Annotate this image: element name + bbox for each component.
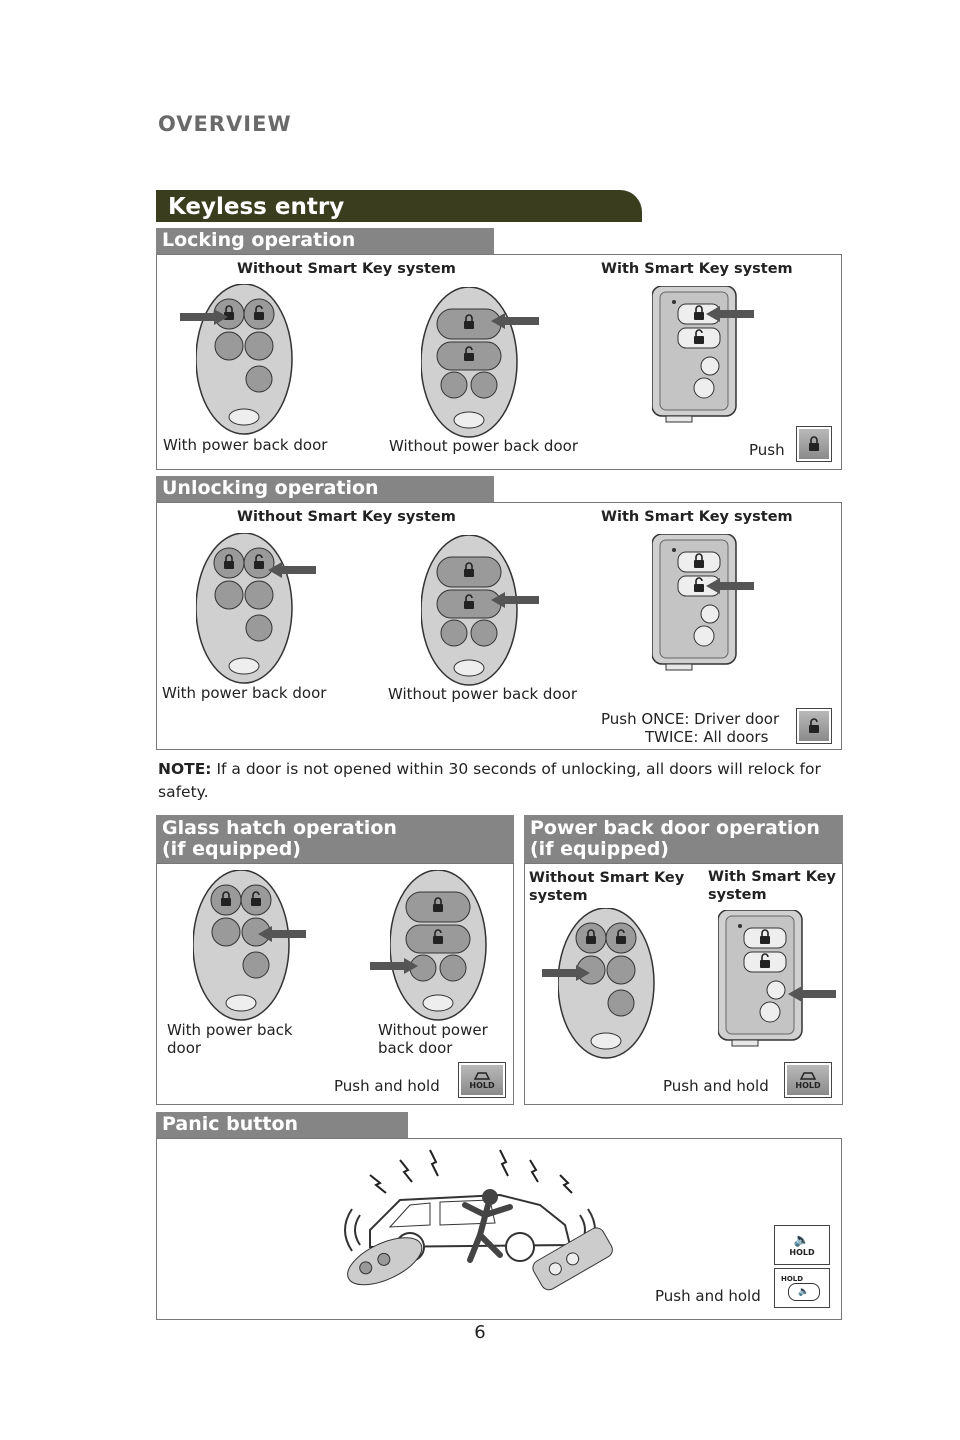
page-number: 6	[474, 1322, 486, 1343]
glass-hatch-panel	[156, 863, 514, 1105]
smart-key-icon	[718, 910, 804, 1050]
note-label: NOTE:	[158, 760, 212, 778]
panic-panel	[156, 1138, 842, 1320]
glass-caption-nopower-2: back door	[378, 1039, 453, 1057]
locking-with-smart-header: With Smart Key system	[601, 261, 793, 277]
glass-caption-power: With power back door	[167, 1021, 293, 1057]
panic-push-hold: Push and hold	[655, 1287, 761, 1305]
section-overview-title: OVERVIEW	[158, 112, 292, 136]
unlock-button-icon	[796, 708, 832, 744]
arrow-right-icon	[370, 958, 418, 974]
panic-hold-button-icon: 🔈 HOLD	[774, 1225, 830, 1265]
glass-caption-power-1: With power back	[167, 1021, 293, 1039]
remote-power-back-door-icon	[196, 284, 296, 436]
remote-power-back-door-icon	[193, 870, 293, 1022]
glass-hatch-section-bar: Glass hatch operation (if equipped)	[156, 815, 514, 863]
arrow-left-icon	[491, 313, 539, 329]
hatch-hold-label: HOLD	[469, 1080, 495, 1090]
arrow-left-icon	[258, 926, 306, 942]
arrow-left-icon	[788, 986, 836, 1002]
power-door-without-1: Without Smart Key	[529, 870, 685, 886]
locking-caption-power: With power back door	[163, 436, 328, 454]
remote-power-back-door-icon	[196, 533, 296, 685]
glass-caption-nopower-1: Without power	[378, 1021, 488, 1039]
note-body: If a door is not opened within 30 second…	[158, 760, 821, 801]
power-door-hold-button-icon: HOLD	[784, 1062, 832, 1098]
arrow-right-icon	[180, 309, 228, 325]
power-door-without-header: Without Smart Key system	[529, 869, 684, 905]
arrow-left-icon	[706, 578, 754, 594]
unlocking-caption-nopower: Without power back door	[388, 685, 577, 703]
arrow-left-icon	[491, 592, 539, 608]
glass-push-hold: Push and hold	[334, 1077, 440, 1095]
power-door-title-1: Power back door operation	[530, 817, 820, 839]
arrow-right-icon	[542, 965, 590, 981]
locking-push-label: Push	[749, 441, 785, 459]
unlocking-push-twice: TWICE: All doors	[645, 728, 769, 746]
power-door-push-hold: Push and hold	[663, 1077, 769, 1095]
hatch-hold-button-icon: HOLD	[458, 1062, 506, 1098]
remote-no-power-door-icon	[421, 287, 521, 439]
unlocking-with-smart-header: With Smart Key system	[601, 509, 793, 525]
smart-key-icon	[652, 534, 738, 674]
locking-panel	[156, 254, 842, 470]
glass-caption-nopower: Without power back door	[378, 1021, 488, 1057]
glass-hatch-title-2: (if equipped)	[162, 838, 301, 860]
panic-section-bar: Panic button	[156, 1112, 408, 1138]
unlocking-without-smart-header: Without Smart Key system	[237, 509, 456, 525]
power-door-with-2: system	[708, 887, 767, 903]
remote-power-back-door-icon	[558, 908, 658, 1060]
power-door-hold-label: HOLD	[795, 1080, 821, 1090]
unlocking-push-once: Push ONCE: Driver door	[601, 710, 780, 728]
panic-car-illustration-icon	[344, 1149, 613, 1291]
note-text: NOTE: If a door is not opened within 30 …	[158, 758, 838, 804]
lock-button-icon	[796, 426, 832, 462]
locking-without-smart-header: Without Smart Key system	[237, 261, 456, 277]
power-back-door-section-bar: Power back door operation (if equipped)	[524, 815, 843, 863]
unlocking-section-bar: Unlocking operation	[156, 476, 494, 502]
power-door-with-header: With Smart Key system	[708, 868, 836, 904]
power-back-door-panel	[524, 863, 843, 1105]
locking-caption-nopower: Without power back door	[389, 437, 578, 455]
remote-no-power-door-icon	[421, 535, 521, 687]
panic-smart-key-button-icon: HOLD 🔈	[774, 1268, 830, 1308]
panic-hold-label: HOLD	[789, 1248, 815, 1257]
page-title: Keyless entry	[156, 190, 642, 222]
unlocking-caption-power: With power back door	[162, 684, 327, 702]
glass-hatch-title-1: Glass hatch operation	[162, 817, 397, 839]
remote-no-power-door-icon	[390, 870, 490, 1022]
power-door-with-1: With Smart Key	[708, 869, 837, 885]
glass-caption-power-2: door	[167, 1039, 202, 1057]
panic-smart-hold-label: HOLD	[781, 1275, 804, 1283]
arrow-left-icon	[706, 306, 754, 322]
power-door-title-2: (if equipped)	[530, 838, 669, 860]
unlocking-panel	[156, 502, 842, 750]
power-door-without-2: system	[529, 888, 588, 904]
arrow-left-icon	[268, 562, 316, 578]
locking-section-bar: Locking operation	[156, 228, 494, 254]
